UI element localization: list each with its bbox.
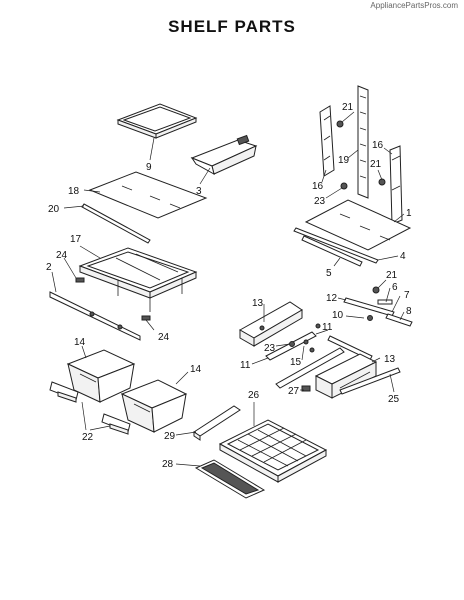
part-drawer-14-right	[120, 379, 188, 433]
page-title: SHELF PARTS	[168, 17, 296, 36]
watermark: AppliancePartsPros.com	[370, 1, 458, 10]
callout-3: 3	[196, 186, 202, 197]
callout-5: 5	[326, 268, 332, 279]
part-rail-25	[339, 367, 401, 395]
part-slide-12	[343, 286, 413, 327]
part-drawer-14-left	[66, 349, 136, 403]
part-bin-3	[190, 134, 258, 175]
part-crisper-frame-17	[78, 247, 198, 312]
callout-28: 28	[162, 459, 174, 470]
callout-8: 8	[406, 306, 412, 317]
callout-18: 18	[68, 186, 80, 197]
part-bracket-16	[389, 145, 403, 225]
callout-22: 22	[82, 432, 94, 443]
callout-14-right: 14	[190, 364, 202, 375]
part-shelf-9	[116, 103, 198, 139]
part-bin-13-upper	[238, 301, 303, 347]
leader-lines	[51, 111, 405, 467]
part-glass-shelf-18	[88, 171, 208, 219]
callout-labels: 9 3 18 20 17 2 24 24 14 14 22 29 26 28 2…	[46, 102, 412, 470]
callout-26: 26	[248, 390, 260, 401]
callout-4: 4	[400, 251, 406, 262]
callout-15: 15	[290, 357, 302, 368]
callout-14-left: 14	[74, 337, 86, 348]
callout-16-left: 16	[312, 181, 324, 192]
part-basket-26	[218, 419, 328, 483]
callout-1: 1	[406, 208, 412, 219]
callout-21-right: 21	[370, 159, 382, 170]
callout-20: 20	[48, 204, 60, 215]
callout-7: 7	[404, 290, 410, 301]
part-screws-21	[336, 120, 386, 190]
callout-12: 12	[326, 293, 338, 304]
callout-9: 9	[146, 162, 152, 173]
part-ladder-19	[319, 85, 369, 199]
callout-23-top: 23	[314, 196, 326, 207]
callout-27: 27	[288, 386, 300, 397]
part-rail-2	[49, 291, 141, 341]
callout-17: 17	[70, 234, 82, 245]
callout-11-left: 11	[240, 360, 251, 371]
callout-25: 25	[388, 394, 400, 405]
callout-6: 6	[392, 282, 398, 293]
callout-11-right: 11	[322, 322, 333, 333]
callout-23-lower: 23	[264, 343, 276, 354]
callout-24-lower: 24	[158, 332, 170, 343]
callout-24-upper: 24	[56, 250, 68, 261]
callout-13-upper: 13	[252, 298, 264, 309]
callout-16-right: 16	[372, 140, 384, 151]
part-rail-4	[293, 227, 379, 264]
part-glass-shelf-1	[304, 199, 412, 251]
callout-21-mid: 21	[386, 270, 398, 281]
part-handle-22	[49, 381, 131, 435]
part-clip-27	[301, 385, 311, 392]
part-trim-28	[194, 459, 266, 499]
callout-13-lower: 13	[384, 354, 396, 365]
callout-10: 10	[332, 310, 344, 321]
part-divider-29	[193, 405, 241, 441]
callout-2: 2	[46, 262, 52, 273]
callout-29: 29	[164, 431, 176, 442]
callout-21-top: 21	[342, 102, 354, 113]
part-rail-5	[301, 235, 363, 267]
callout-19: 19	[338, 155, 350, 166]
